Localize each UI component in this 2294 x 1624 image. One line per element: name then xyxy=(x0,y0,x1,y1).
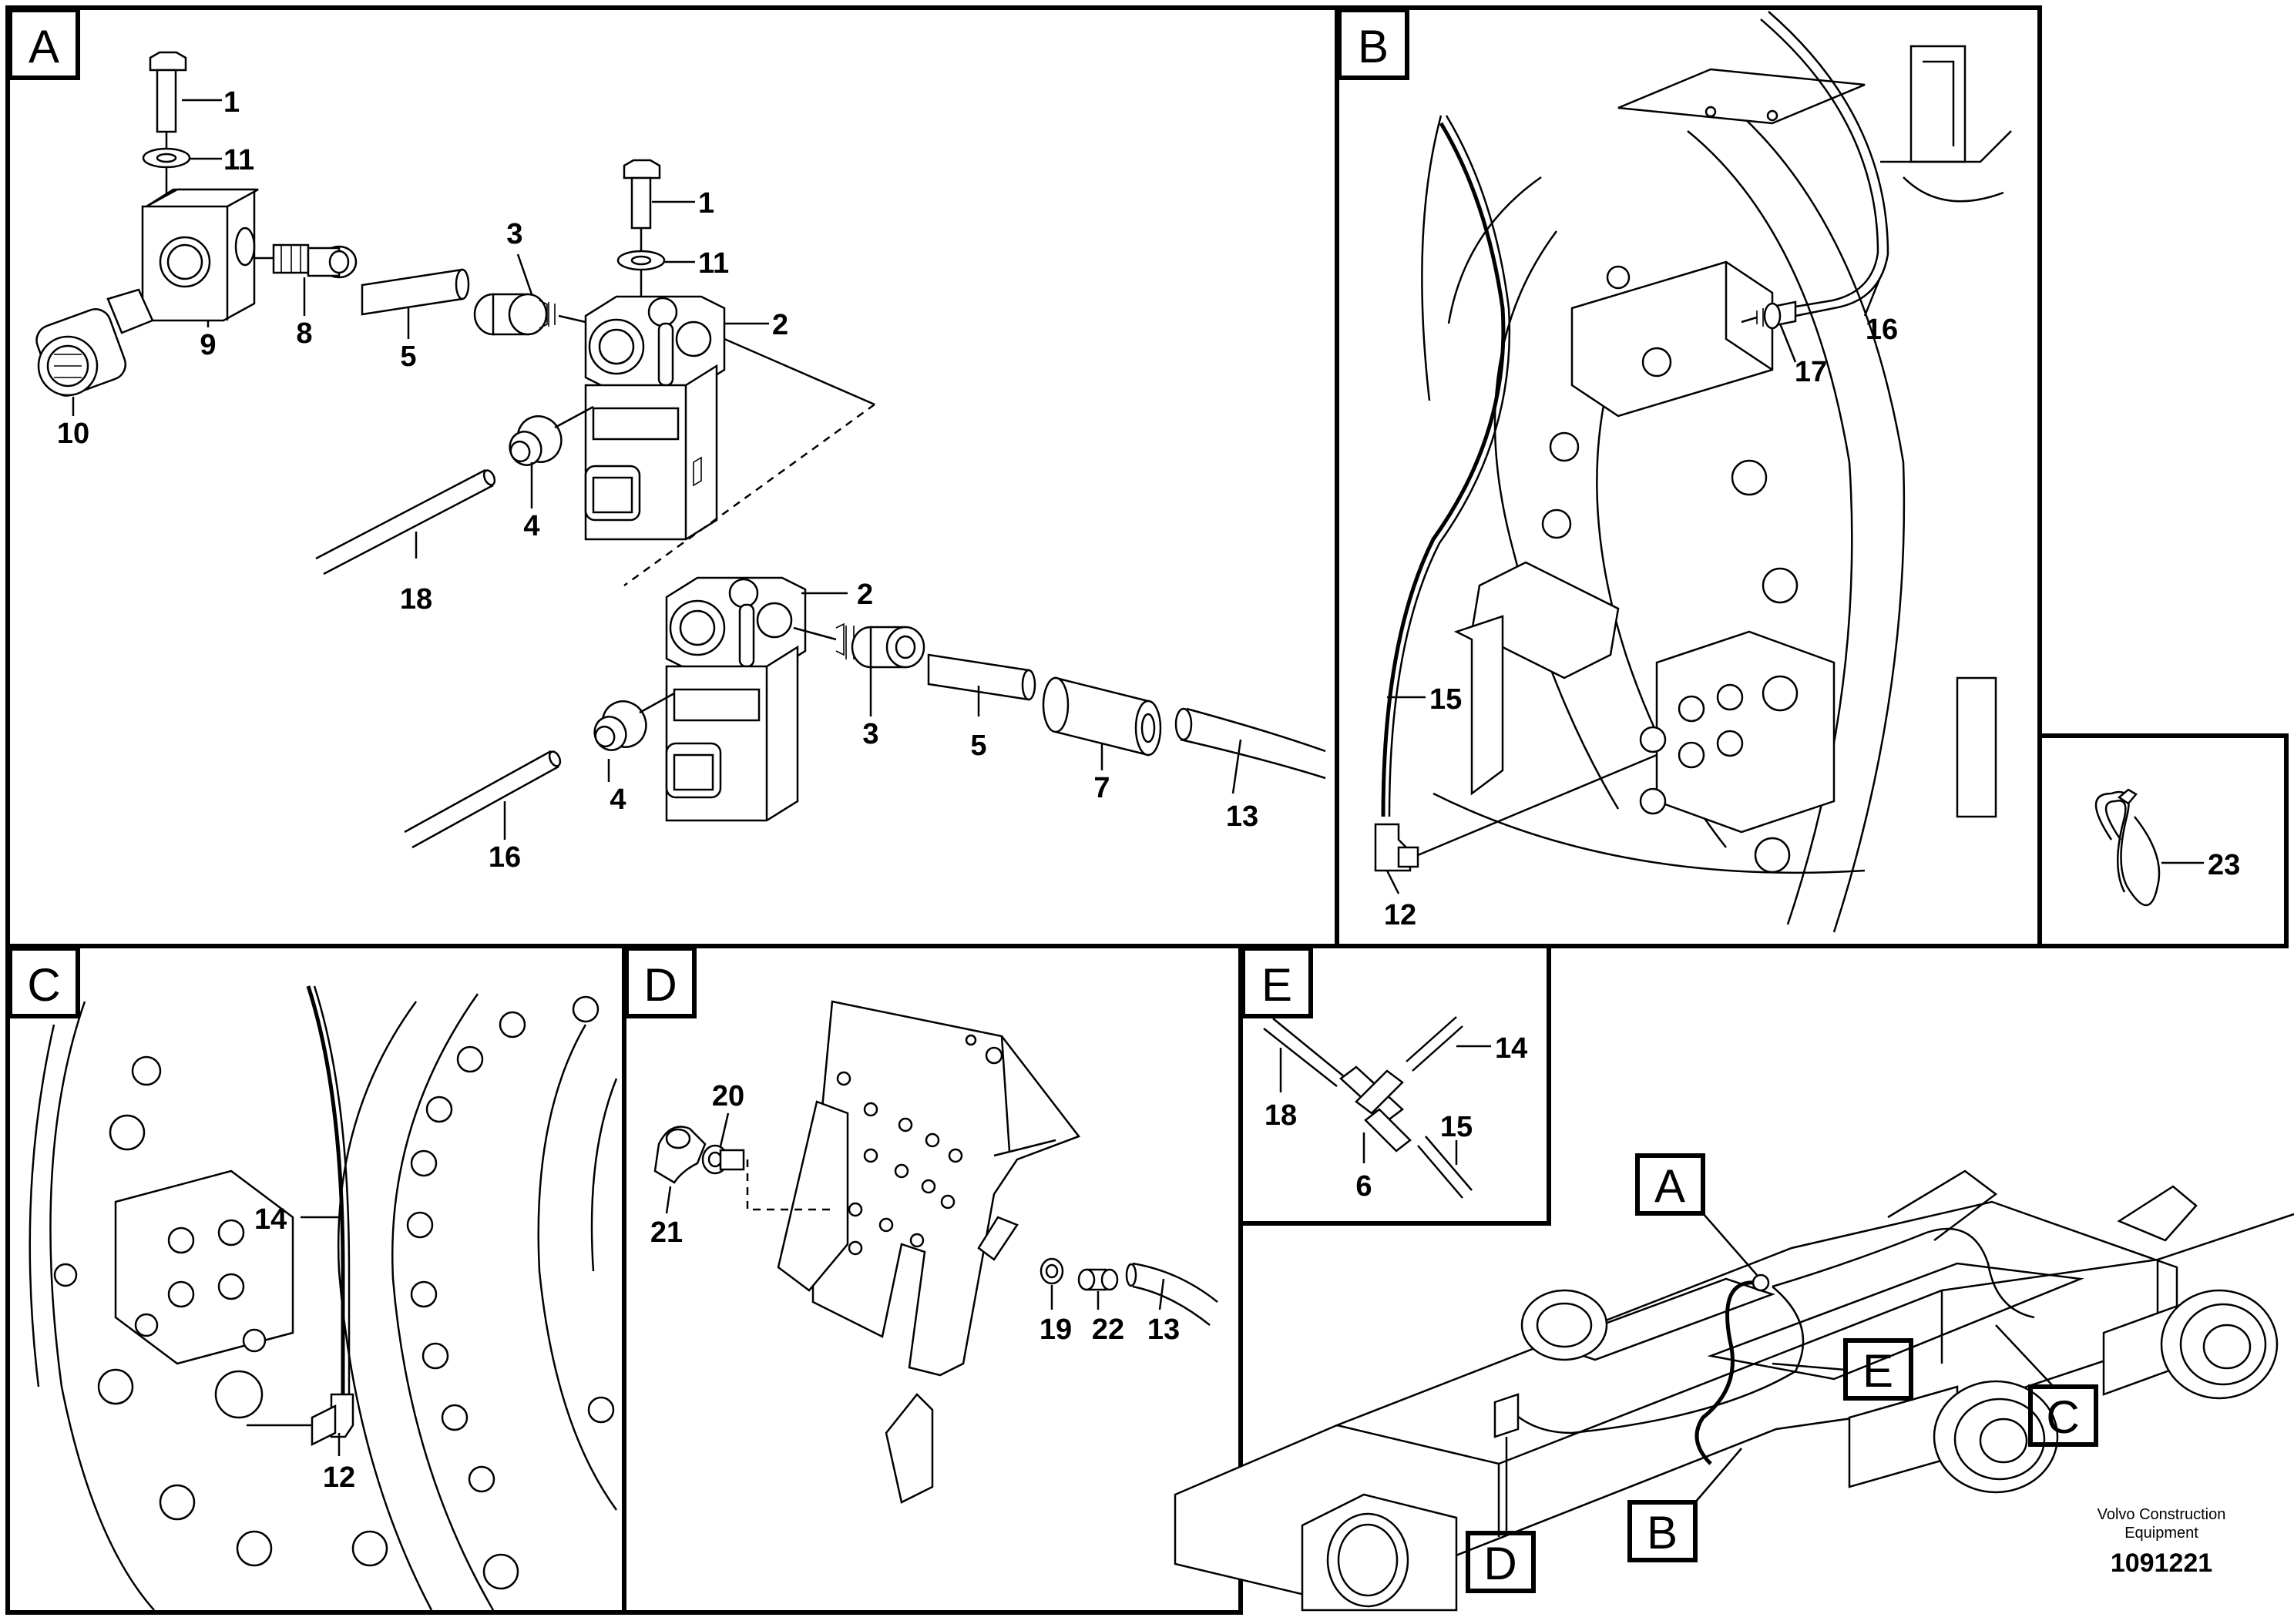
callout-2: 2 xyxy=(772,309,788,341)
hub-part xyxy=(2102,1289,2279,1400)
push-fitting-part xyxy=(593,692,675,751)
panel-label-e: E xyxy=(1261,959,1292,1011)
callout-4: 4 xyxy=(610,783,626,816)
connector-part xyxy=(473,293,586,336)
overview-labels: A E C D B xyxy=(1466,1153,2098,1593)
callout-20: 20 xyxy=(712,1080,744,1112)
callout-13: 13 xyxy=(1226,800,1258,833)
tube-part xyxy=(927,653,1036,701)
panel-label-b: B xyxy=(1358,21,1389,72)
brand-line-2: Equipment xyxy=(2124,1525,2198,1542)
push-fitting-part xyxy=(509,405,594,466)
dashed-guide xyxy=(623,403,875,587)
panel-tab-b: B xyxy=(1337,8,1409,80)
callout-16: 16 xyxy=(489,841,521,874)
hose-part xyxy=(404,750,552,834)
callout-1: 1 xyxy=(698,187,714,220)
tube-part xyxy=(361,268,470,316)
callout-9: 9 xyxy=(200,329,216,361)
callout-5: 5 xyxy=(970,730,986,762)
connector-part xyxy=(793,622,925,669)
callout-11: 11 xyxy=(698,247,729,280)
callout-leaders xyxy=(72,99,1242,840)
callout-10: 10 xyxy=(57,418,89,450)
hub-part xyxy=(1520,1289,1608,1361)
drawing-number: 1091221 xyxy=(2111,1549,2212,1578)
panel-b-inset-cable-tie: 23 xyxy=(2094,788,2240,907)
callout-3: 3 xyxy=(506,218,522,250)
brand-line-1: Volvo Construction xyxy=(2098,1506,2226,1523)
callout-23: 23 xyxy=(2208,849,2240,881)
callout-14: 14 xyxy=(1495,1032,1527,1065)
solenoid-valve-part xyxy=(584,295,726,541)
callout-12: 12 xyxy=(1384,899,1416,931)
overview-label-a: A xyxy=(1654,1160,1685,1212)
callout-2: 2 xyxy=(857,579,873,611)
hose-part xyxy=(1174,707,1326,780)
panel-label-d: D xyxy=(643,959,677,1011)
panel-tab-a: A xyxy=(8,8,80,80)
panel-tab-e: E xyxy=(1241,946,1313,1018)
callout-7: 7 xyxy=(1093,772,1110,804)
hub-part xyxy=(1848,1380,2059,1494)
overview-label-e: E xyxy=(1862,1345,1893,1397)
callout-22: 22 xyxy=(1092,1314,1124,1346)
callout-4: 4 xyxy=(523,510,539,542)
callout-12: 12 xyxy=(323,1461,355,1494)
callout-19: 19 xyxy=(1040,1314,1072,1346)
callout-17: 17 xyxy=(1795,356,1827,388)
adapter-part xyxy=(254,243,358,279)
overview-label-d: D xyxy=(1483,1538,1516,1589)
callout-6: 6 xyxy=(1355,1170,1372,1203)
callout-1: 1 xyxy=(223,86,240,119)
overview-label-b: B xyxy=(1647,1507,1678,1559)
leader-line xyxy=(724,337,875,406)
callout-18: 18 xyxy=(400,583,432,616)
footer-block: Volvo Construction Equipment 1091221 xyxy=(2098,1506,2226,1578)
callout-15: 15 xyxy=(1440,1111,1473,1143)
panel-tab-d: D xyxy=(624,946,697,1018)
panel-label-a: A xyxy=(29,21,59,72)
panel-a-drawing: 1 11 1 11 3 2 9 8 5 10 4 18 2 3 5 7 13 4… xyxy=(35,51,1326,874)
callout-3: 3 xyxy=(862,718,878,750)
solenoid-valve-part xyxy=(665,576,807,822)
panel-d-drawing: 20 21 19 22 13 xyxy=(650,1000,1218,1504)
panel-label-c: C xyxy=(27,959,60,1011)
sleeve-part xyxy=(1042,676,1162,757)
callout-5: 5 xyxy=(400,341,416,373)
callout-14: 14 xyxy=(254,1203,287,1236)
valve-block-part xyxy=(141,188,259,322)
bolt-part xyxy=(149,51,187,212)
panel-b-drawing: 17 16 15 12 xyxy=(1374,11,2012,933)
panel-c-drawing: 14 12 xyxy=(29,985,618,1611)
callout-11: 11 xyxy=(223,144,254,176)
panel-e-drawing: 14 18 15 6 xyxy=(1263,1016,1527,1203)
callout-15: 15 xyxy=(1429,683,1462,716)
panel-tab-c: C xyxy=(8,946,80,1018)
hose-part xyxy=(315,468,486,560)
callout-16: 16 xyxy=(1866,314,1898,346)
callout-18: 18 xyxy=(1265,1099,1297,1132)
bolt-part xyxy=(623,159,661,297)
callout-8: 8 xyxy=(296,317,312,350)
overview-frame-drawing xyxy=(1174,1169,2294,1612)
overview-label-c: C xyxy=(2046,1391,2079,1443)
callout-21: 21 xyxy=(650,1216,683,1249)
pressure-sensor-part xyxy=(35,288,154,397)
callout-13: 13 xyxy=(1147,1314,1180,1346)
